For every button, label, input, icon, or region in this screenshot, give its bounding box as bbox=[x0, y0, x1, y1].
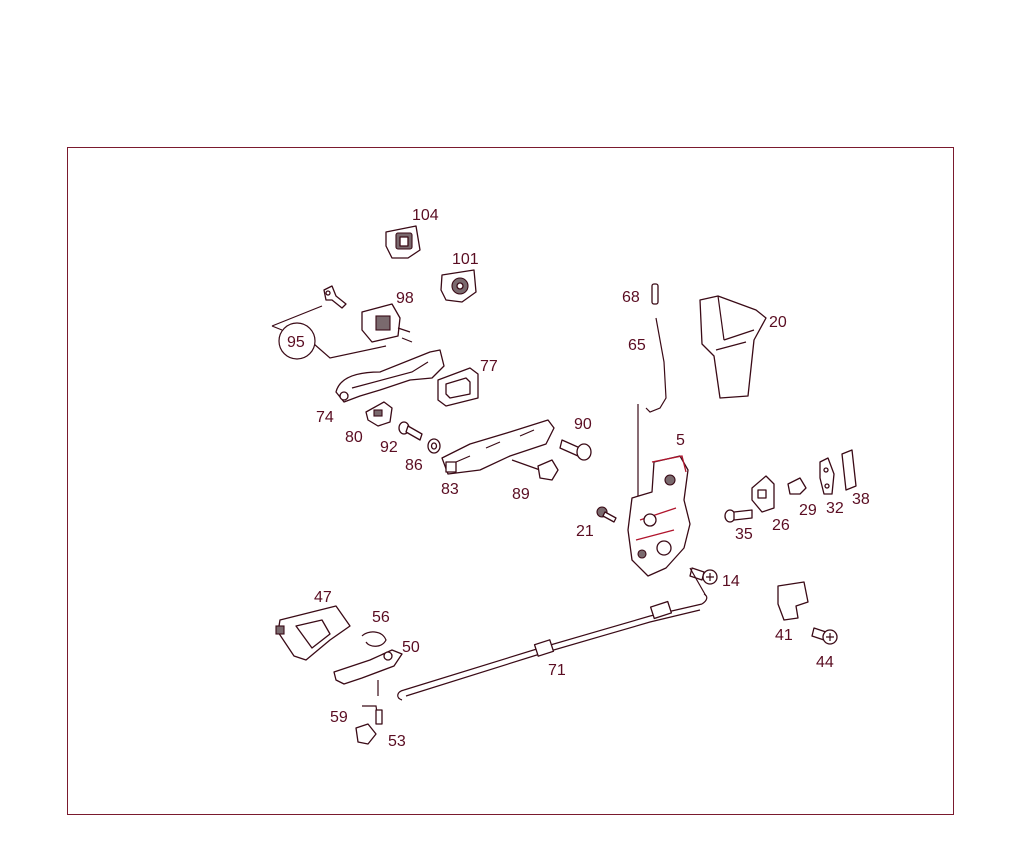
part-35-screw bbox=[724, 509, 753, 523]
callout-59: 59 bbox=[330, 709, 348, 726]
part-41-bracket bbox=[777, 581, 809, 621]
callout-104: 104 bbox=[412, 207, 439, 224]
part-53-clip bbox=[355, 709, 383, 745]
part-38-shim bbox=[841, 449, 857, 491]
part-83-handle-frame bbox=[441, 419, 555, 475]
callout-35: 35 bbox=[735, 526, 753, 543]
callout-98: 98 bbox=[396, 290, 414, 307]
callout-95-bracket bbox=[271, 305, 387, 360]
part-65-control-rod bbox=[637, 317, 667, 496]
callout-95: 95 bbox=[287, 334, 305, 351]
part-95-key bbox=[323, 285, 347, 309]
callout-20: 20 bbox=[769, 314, 787, 331]
part-101-lock-cylinder bbox=[440, 269, 477, 303]
part-20-cover bbox=[699, 295, 767, 399]
callout-68: 68 bbox=[622, 289, 640, 306]
callout-47: 47 bbox=[314, 589, 332, 606]
callout-101: 101 bbox=[452, 251, 479, 268]
part-104-lock-housing bbox=[385, 225, 421, 259]
diagram-frame bbox=[67, 147, 954, 815]
callout-38: 38 bbox=[852, 491, 870, 508]
part-98-handle-carrier bbox=[361, 303, 413, 343]
part-71-cable bbox=[397, 567, 708, 701]
callout-53: 53 bbox=[388, 733, 406, 750]
callout-5: 5 bbox=[676, 432, 685, 449]
callout-41: 41 bbox=[775, 627, 793, 644]
part-68-pin bbox=[651, 283, 659, 305]
callout-89: 89 bbox=[512, 486, 530, 503]
callout-90: 90 bbox=[574, 416, 592, 433]
part-21-screw bbox=[596, 506, 617, 523]
callout-83: 83 bbox=[441, 481, 459, 498]
part-56-ring bbox=[361, 631, 387, 647]
callout-92: 92 bbox=[380, 439, 398, 456]
callout-80: 80 bbox=[345, 429, 363, 446]
part-50-inner-handle bbox=[333, 649, 403, 685]
part-47-inner-handle-bezel bbox=[275, 605, 351, 661]
callout-50: 50 bbox=[402, 639, 420, 656]
callout-44: 44 bbox=[816, 654, 834, 671]
callout-56: 56 bbox=[372, 609, 390, 626]
part-44-screw bbox=[811, 627, 838, 645]
callout-29: 29 bbox=[799, 502, 817, 519]
part-32-plate bbox=[819, 457, 835, 495]
callout-21: 21 bbox=[576, 523, 594, 540]
callout-65: 65 bbox=[628, 337, 646, 354]
part-14-screw bbox=[689, 567, 718, 585]
part-74-outer-handle bbox=[335, 349, 445, 403]
callout-86: 86 bbox=[405, 457, 423, 474]
part-80-clip bbox=[365, 401, 393, 427]
callout-14: 14 bbox=[722, 573, 740, 590]
callout-74: 74 bbox=[316, 409, 334, 426]
part-77-handle-gasket bbox=[437, 367, 479, 407]
part-26-striker bbox=[751, 475, 775, 513]
part-92-screw bbox=[398, 421, 423, 441]
part-90-bolt bbox=[559, 439, 592, 461]
part-5-door-lock bbox=[627, 455, 691, 577]
part-86-grommet bbox=[427, 438, 441, 454]
callout-77: 77 bbox=[480, 358, 498, 375]
callout-32: 32 bbox=[826, 500, 844, 517]
part-29-clip bbox=[787, 477, 807, 495]
callout-26: 26 bbox=[772, 517, 790, 534]
callout-71: 71 bbox=[548, 662, 566, 679]
part-89-cable-clip bbox=[511, 459, 559, 481]
